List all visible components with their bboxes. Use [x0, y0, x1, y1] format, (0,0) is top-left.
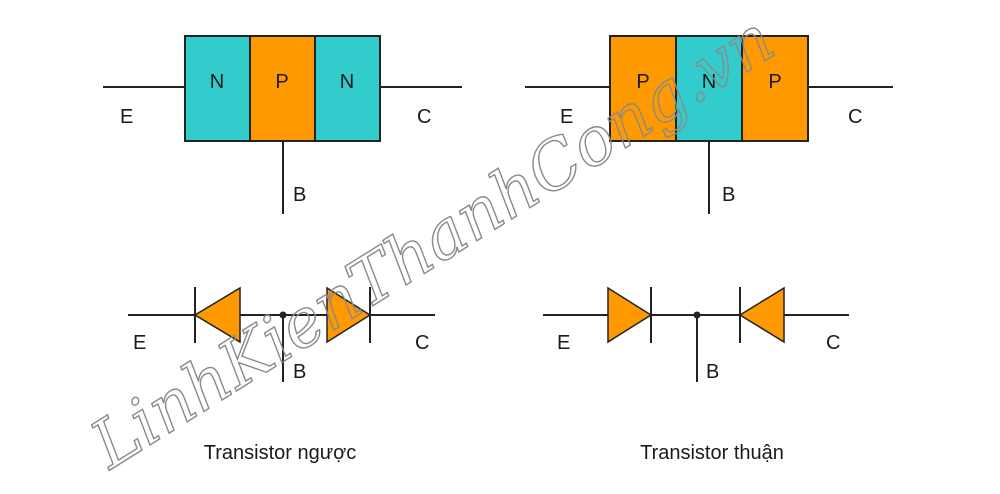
npn-diode-emitter-label: E — [133, 332, 146, 354]
npn-emitter-label: E — [120, 106, 133, 128]
npn-diode1-triangle — [193, 286, 241, 344]
pnp-emitter-label: E — [560, 106, 573, 128]
npn-diode-base-label: B — [293, 361, 306, 383]
pnp-region-3 — [741, 35, 809, 142]
pnp-region-1-label: P — [636, 71, 649, 93]
pnp-diode2-triangle — [738, 286, 785, 344]
npn-region-2 — [249, 35, 316, 142]
npn-base-label: B — [293, 184, 306, 206]
pnp-collector-label: C — [848, 106, 862, 128]
npn-region-3 — [314, 35, 381, 142]
npn-region-1-label: N — [210, 71, 224, 93]
pnp-diode-emitter-label: E — [557, 332, 570, 354]
pnp-diode-equivalent: E C B — [543, 286, 849, 383]
npn-block: N P N E C B — [103, 35, 462, 214]
npn-region-2-label: P — [275, 71, 288, 93]
forward-transistor-caption: Transistor thuận — [640, 442, 784, 464]
pnp-region-2 — [675, 35, 743, 142]
pnp-diode-collector-label: C — [826, 332, 840, 354]
npn-diode-collector-label: C — [415, 332, 429, 354]
npn-diode2-triangle — [326, 286, 372, 344]
npn-diode-junction-dot — [279, 311, 287, 319]
pnp-base-label: B — [722, 184, 735, 206]
pnp-diode-junction-dot — [693, 311, 701, 319]
pnp-block: P N P E C B — [525, 35, 893, 214]
pnp-diode1-triangle — [607, 286, 653, 344]
pnp-region-2-label: N — [702, 71, 716, 93]
pnp-region-3-label: P — [768, 71, 781, 93]
npn-region-3-label: N — [340, 71, 354, 93]
pnp-region-1 — [609, 35, 677, 142]
npn-diode-equivalent: E C B — [128, 286, 435, 383]
watermark-text: LinhKienThanhCong.vn — [77, 0, 787, 484]
npn-region-1 — [184, 35, 251, 142]
npn-collector-label: C — [417, 106, 431, 128]
pnp-diode-base-label: B — [706, 361, 719, 383]
reverse-transistor-caption: Transistor ngược — [204, 442, 356, 464]
